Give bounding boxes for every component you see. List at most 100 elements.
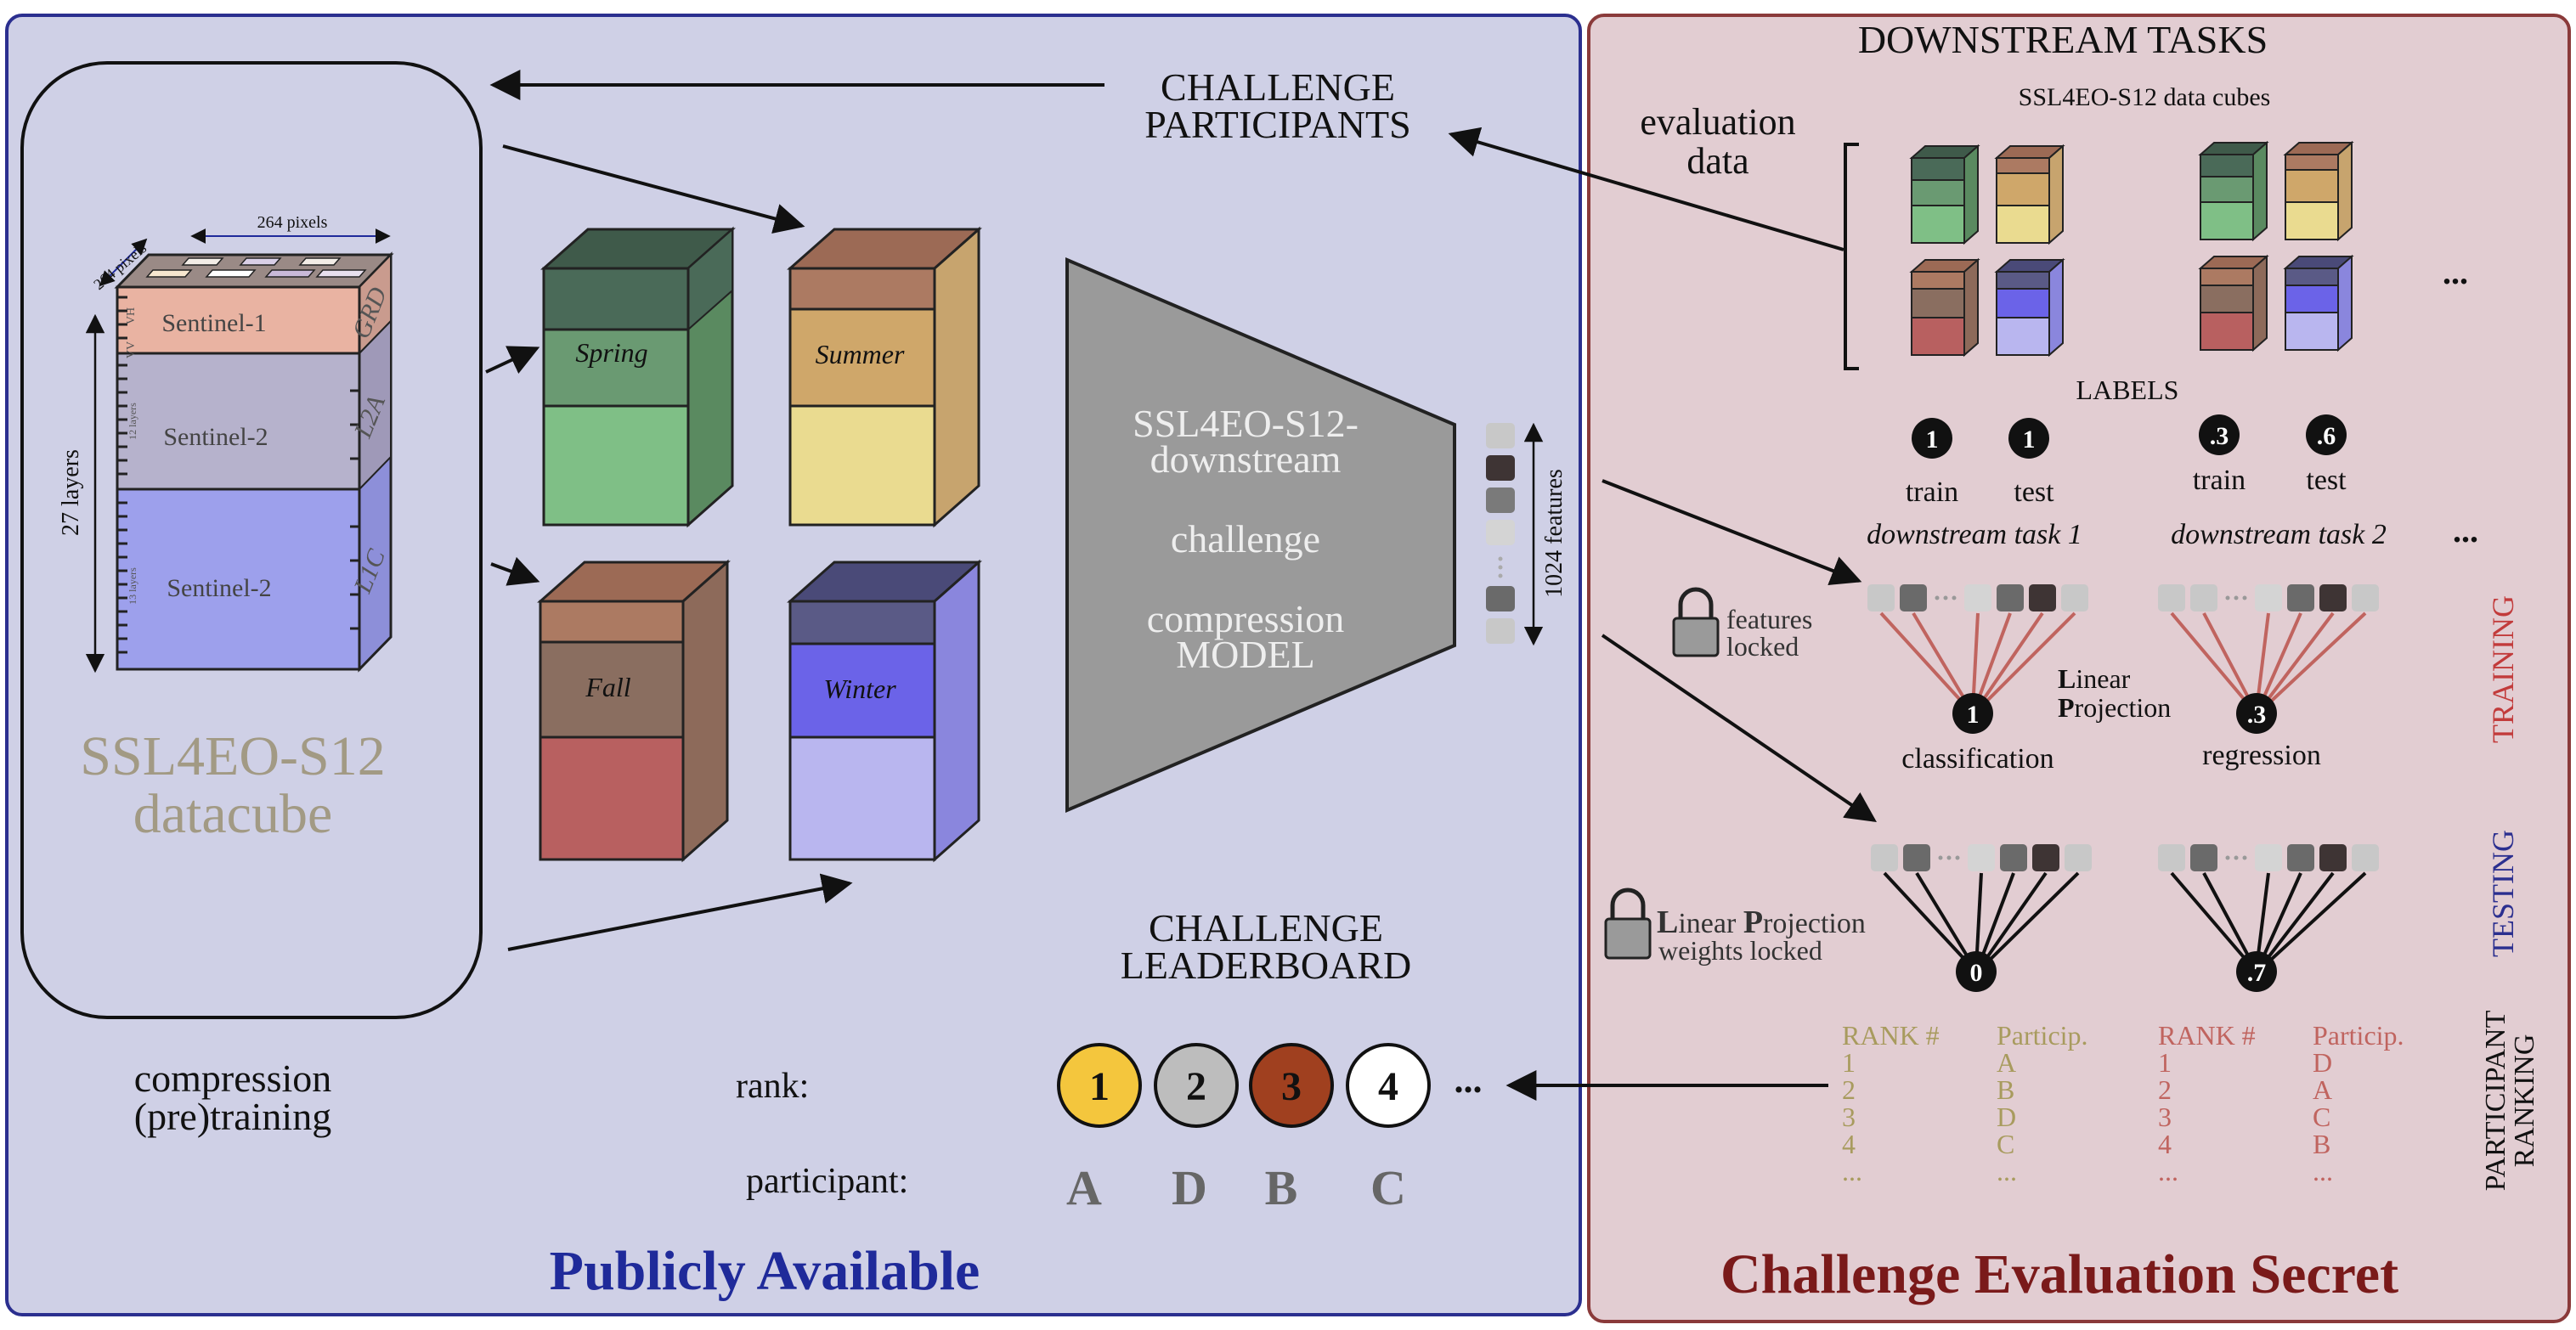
rank-badge-2	[1154, 1043, 1239, 1128]
vh-label: VH	[125, 307, 138, 324]
table2-rank: 1	[2158, 1047, 2172, 1078]
linear-projection-line1: Linear	[2058, 663, 2131, 694]
s2b-layers-label: 13 layers	[127, 567, 138, 605]
datacube-name-line1: SSL4EO-S12	[80, 725, 385, 787]
datacube-name-line2: datacube	[133, 783, 333, 845]
features-label: 1024 features	[1541, 469, 1568, 598]
table2-rank: 4	[2158, 1129, 2172, 1159]
arrow-cube-to-winter	[507, 873, 853, 951]
rank-badge-3	[1249, 1043, 1334, 1128]
left-arrows	[485, 70, 1828, 1101]
model-line1: SSL4EO-S12-	[1133, 402, 1359, 445]
task1-name: downstream task 1	[1867, 519, 2082, 550]
rank-participant-4: C	[1370, 1160, 1406, 1215]
table1-rank: 3	[1842, 1102, 1856, 1132]
table1-col2: Particip.	[1997, 1020, 2088, 1051]
training-head-task1	[1867, 584, 2088, 734]
season-label-winter: Winter	[823, 673, 896, 704]
eval-cube	[1909, 144, 1980, 245]
task2-test-value-badge	[2306, 414, 2347, 455]
rank-ellipsis: ...	[1455, 1059, 1483, 1101]
compression-model	[1065, 256, 1456, 814]
rank-participant-3: B	[1265, 1160, 1298, 1215]
task2-kind: regression	[2202, 740, 2321, 771]
eval-cube	[2198, 140, 2269, 242]
ranking-table-task2: RANK # Particip. 1 2 3 4 ... D A C B ...	[2158, 1020, 2404, 1186]
task1-train-label: train	[1906, 476, 1958, 508]
table1-participant: C	[1997, 1129, 2014, 1159]
table1-rank: 2	[1842, 1074, 1856, 1105]
eval-cube	[2283, 254, 2354, 352]
table2-participant: D	[2313, 1047, 2332, 1078]
rank-badge-4	[1346, 1043, 1431, 1128]
ranking-label-line2: RANKING	[2509, 1034, 2540, 1168]
task2-output-train: .3	[2247, 701, 2267, 729]
cubes-title: SSL4EO-S12 data cubes	[2019, 83, 2271, 111]
arrow-features-to-training	[1602, 479, 1862, 585]
eval-cube	[2283, 140, 2354, 242]
leaderboard-line1: CHALLENGE	[1149, 906, 1383, 950]
rank-number-4: 4	[1378, 1064, 1398, 1109]
task1-train-value-badge	[1912, 418, 1952, 459]
datacube-container	[20, 61, 483, 1019]
labels-title: LABELS	[2076, 375, 2179, 405]
datacube-ticks	[117, 296, 359, 654]
arrow-cube-to-summer	[502, 144, 805, 234]
arrow-cube-to-spring	[485, 346, 540, 375]
task1-test-value: 1	[2023, 425, 2036, 454]
weights-lock-icon	[1604, 888, 1652, 960]
pretraining-line2: (pre)training	[134, 1095, 331, 1138]
season-cube-winter	[787, 559, 982, 863]
table2-col1: RANK #	[2158, 1020, 2256, 1051]
task1-output-train: 1	[1967, 701, 1980, 729]
dim-width-label: 264 pixels	[257, 213, 328, 232]
dim-layers-label: 27 layers	[58, 449, 84, 536]
task2-output-test: .7	[2247, 959, 2267, 987]
downstream-title: DOWNSTREAM TASKS	[1858, 18, 2268, 61]
model-line3: challenge	[1171, 517, 1320, 561]
tasks-ellipsis: ...	[2453, 511, 2478, 549]
task2-train-value: .3	[2210, 422, 2229, 450]
season-cube-spring	[540, 226, 736, 528]
features-lock-icon	[1672, 587, 1720, 657]
eval-cube	[2198, 254, 2269, 352]
task2-name: downstream task 2	[2171, 519, 2387, 550]
table2-rank: ...	[2158, 1156, 2178, 1186]
rank-number-3: 3	[1281, 1064, 1302, 1109]
table1-participant: A	[1997, 1047, 2016, 1078]
table1-col1: RANK #	[1842, 1020, 1940, 1051]
sentinel2-l1c-layer	[116, 487, 361, 671]
datacube-top-grid	[145, 257, 367, 278]
ranking-table-task1: RANK # Particip. 1 2 3 4 ... A B D C ...	[1842, 1020, 2088, 1186]
training-head-task2	[2158, 584, 2379, 734]
task1-train-value: 1	[1926, 425, 1939, 454]
rank-label: rank:	[736, 1067, 809, 1106]
ranking-label-line1: PARTICIPANT	[2480, 1010, 2511, 1191]
testing-label: TESTING	[2486, 830, 2520, 957]
eval-cube	[1994, 144, 2065, 245]
arrow-cube-to-fall	[490, 556, 540, 586]
training-label: TRAINING	[2486, 595, 2520, 743]
evaluation-line1: evaluation	[1640, 101, 1795, 143]
s2a-layers-label: 12 layers	[127, 403, 138, 440]
model-line2: downstream	[1150, 437, 1342, 481]
eval-cube-group-1	[1909, 144, 2065, 358]
vv-label: VV	[125, 341, 138, 358]
table1-rank: 1	[1842, 1047, 1856, 1078]
rank-badge-1	[1057, 1043, 1142, 1128]
table2-participant: C	[2313, 1102, 2330, 1132]
table1-rank: ...	[1842, 1156, 1862, 1186]
sentinel2-l1c-label: Sentinel-2	[167, 574, 271, 602]
cubes-ellipsis: ...	[2443, 253, 2468, 291]
table2-participant: ...	[2313, 1156, 2333, 1186]
task1-kind: classification	[1901, 743, 2053, 775]
task1-test-label: test	[2014, 476, 2054, 508]
lp-locked-line2: weights locked	[1658, 935, 1822, 966]
table1-participant: B	[1997, 1074, 2014, 1105]
sentinel2-l2a-label: Sentinel-2	[163, 423, 268, 451]
table2-participant: A	[2313, 1074, 2332, 1105]
season-cube-summer	[787, 226, 982, 528]
task1-output-test: 0	[1970, 959, 1983, 987]
model-line5: MODEL	[1176, 633, 1315, 676]
